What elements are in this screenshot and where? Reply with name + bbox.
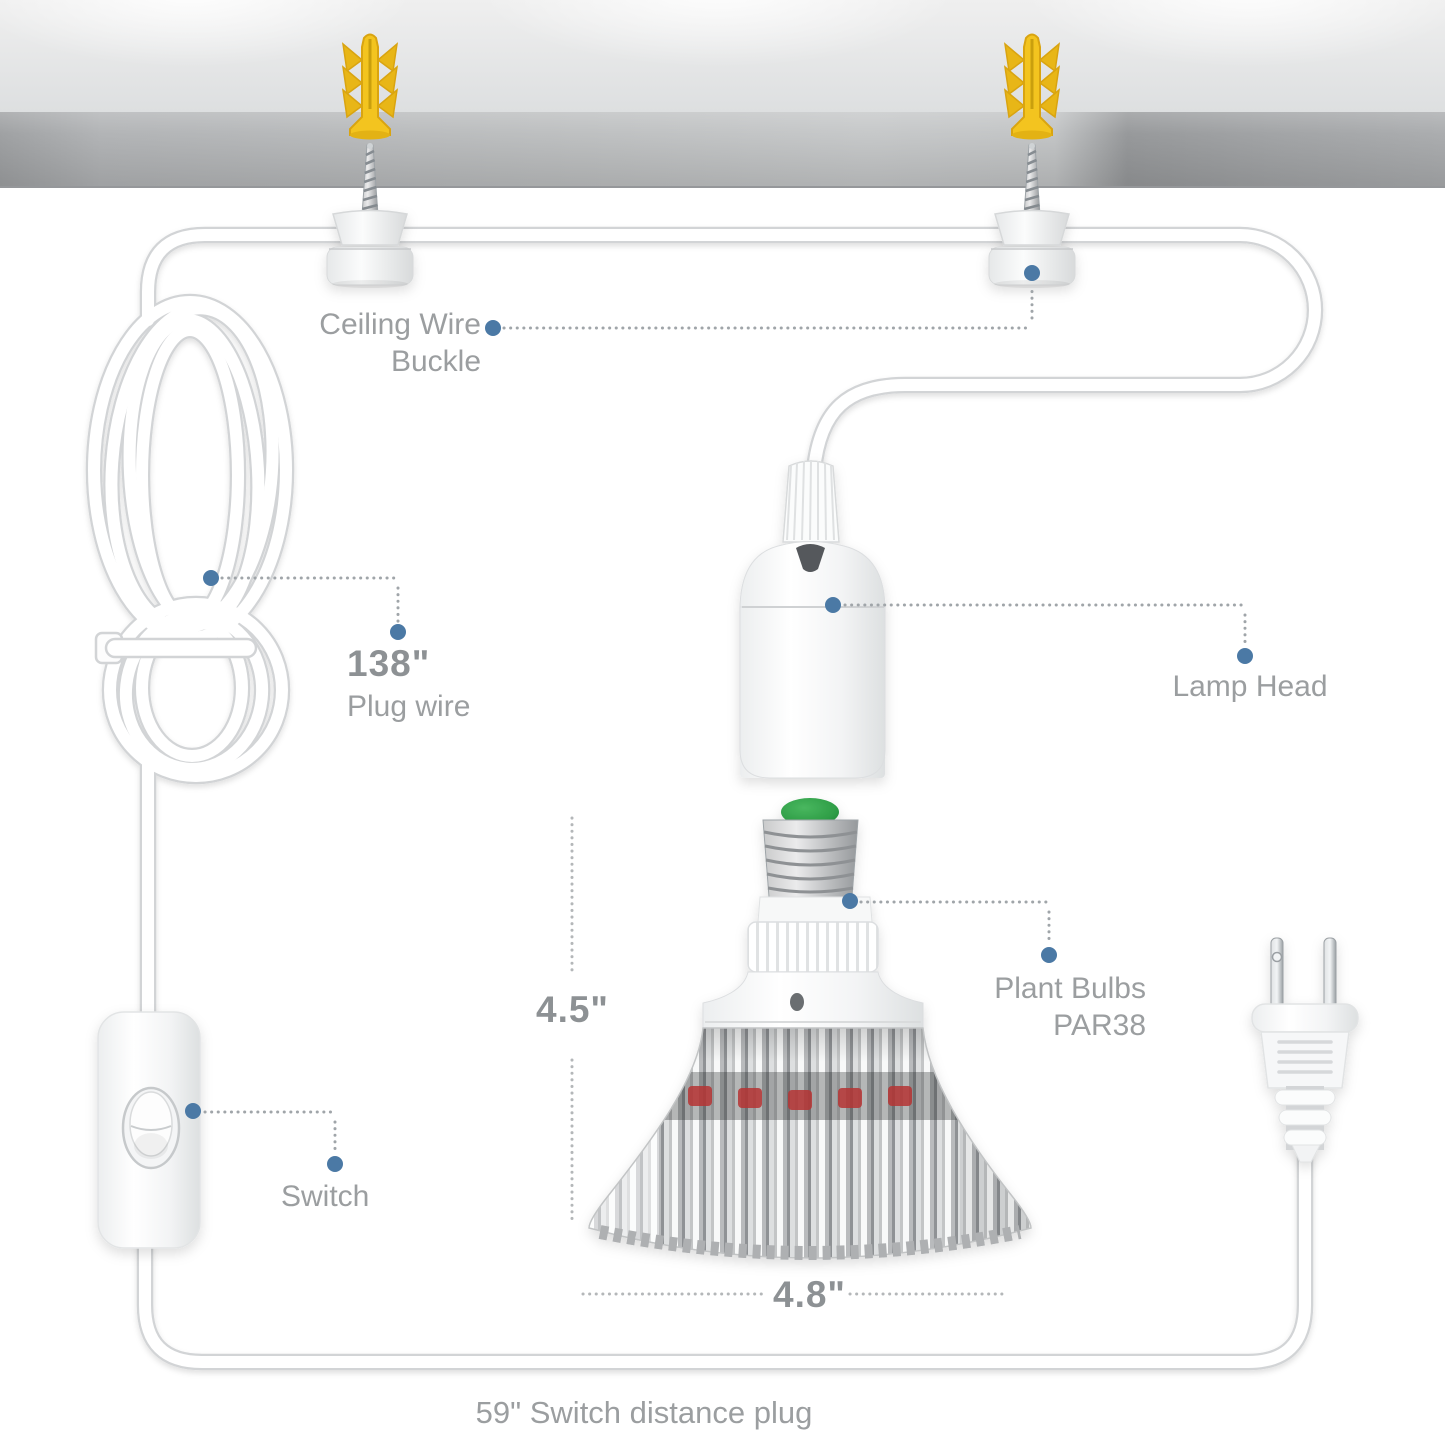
label-plant-bulbs-line2: PAR38 (1053, 1009, 1146, 1042)
bulb-screw-base (762, 819, 859, 898)
bulb-ribbed-collar (747, 921, 879, 973)
label-lamp-head: Lamp Head (1172, 670, 1328, 703)
wall-anchor-left (341, 33, 399, 141)
cable-tie (94, 631, 258, 665)
plug-prong-right (1323, 937, 1337, 1011)
label-ceiling-wire-line2: Buckle (390, 345, 481, 378)
lamp-head (739, 459, 886, 779)
ceiling-band (0, 112, 1445, 188)
bulb-contact-cap (781, 798, 839, 826)
label-plug-wire-caption: Plug wire (347, 690, 471, 723)
leader-lamp-head (843, 603, 1247, 647)
bulb-heatsink (588, 1027, 1032, 1260)
dot-ceiling-label (485, 320, 501, 336)
dot-buckle (1024, 265, 1040, 281)
leader-dots (185, 265, 1253, 1172)
label-height-dimension: 4.5" (536, 989, 609, 1030)
label-switch: Switch (281, 1180, 370, 1213)
leader-plug-wire (220, 576, 400, 624)
power-plug (1251, 937, 1359, 1163)
dot-bulb (842, 893, 858, 909)
wall-anchor-right (1003, 33, 1061, 141)
wire-buckle-left (326, 209, 414, 289)
bulb-sensor-hole (790, 993, 804, 1011)
label-bottom-note: 59" Switch distance plug (475, 1395, 813, 1430)
leader-lines (203, 284, 1247, 1155)
leader-ceiling-buckle (502, 284, 1034, 330)
leader-plant-bulbs (859, 900, 1051, 946)
screw-left (360, 141, 380, 217)
lamp-head-notch (796, 544, 825, 572)
ceiling-top (0, 0, 1445, 112)
label-width-dimension: 4.8" (773, 1274, 846, 1315)
bulb-neck (702, 971, 924, 1029)
label-ceiling-wire-line1: Ceiling Wire (319, 308, 481, 341)
dot-coil (203, 570, 219, 586)
dot-lamp-head-label (1237, 648, 1253, 664)
label-plant-bulbs: Plant Bulbs PAR38 (994, 970, 1146, 1044)
dimension-lines (570, 816, 1010, 1296)
dot-switch (185, 1103, 201, 1119)
plug-prong-left (1270, 937, 1284, 1011)
dot-lamp-head (825, 597, 841, 613)
dot-switch-label (327, 1156, 343, 1172)
rocker-switch (97, 1011, 201, 1249)
leader-switch (203, 1110, 337, 1155)
dot-plug-wire-label (390, 624, 406, 640)
plant-bulb (588, 798, 1032, 1260)
label-plant-bulbs-line1: Plant Bulbs (994, 972, 1146, 1005)
screw-right (1022, 141, 1042, 217)
dot-bulb-label (1041, 947, 1057, 963)
label-ceiling-wire-buckle: Ceiling Wire Buckle (319, 306, 481, 380)
label-plug-wire-value: 138" (347, 643, 431, 684)
